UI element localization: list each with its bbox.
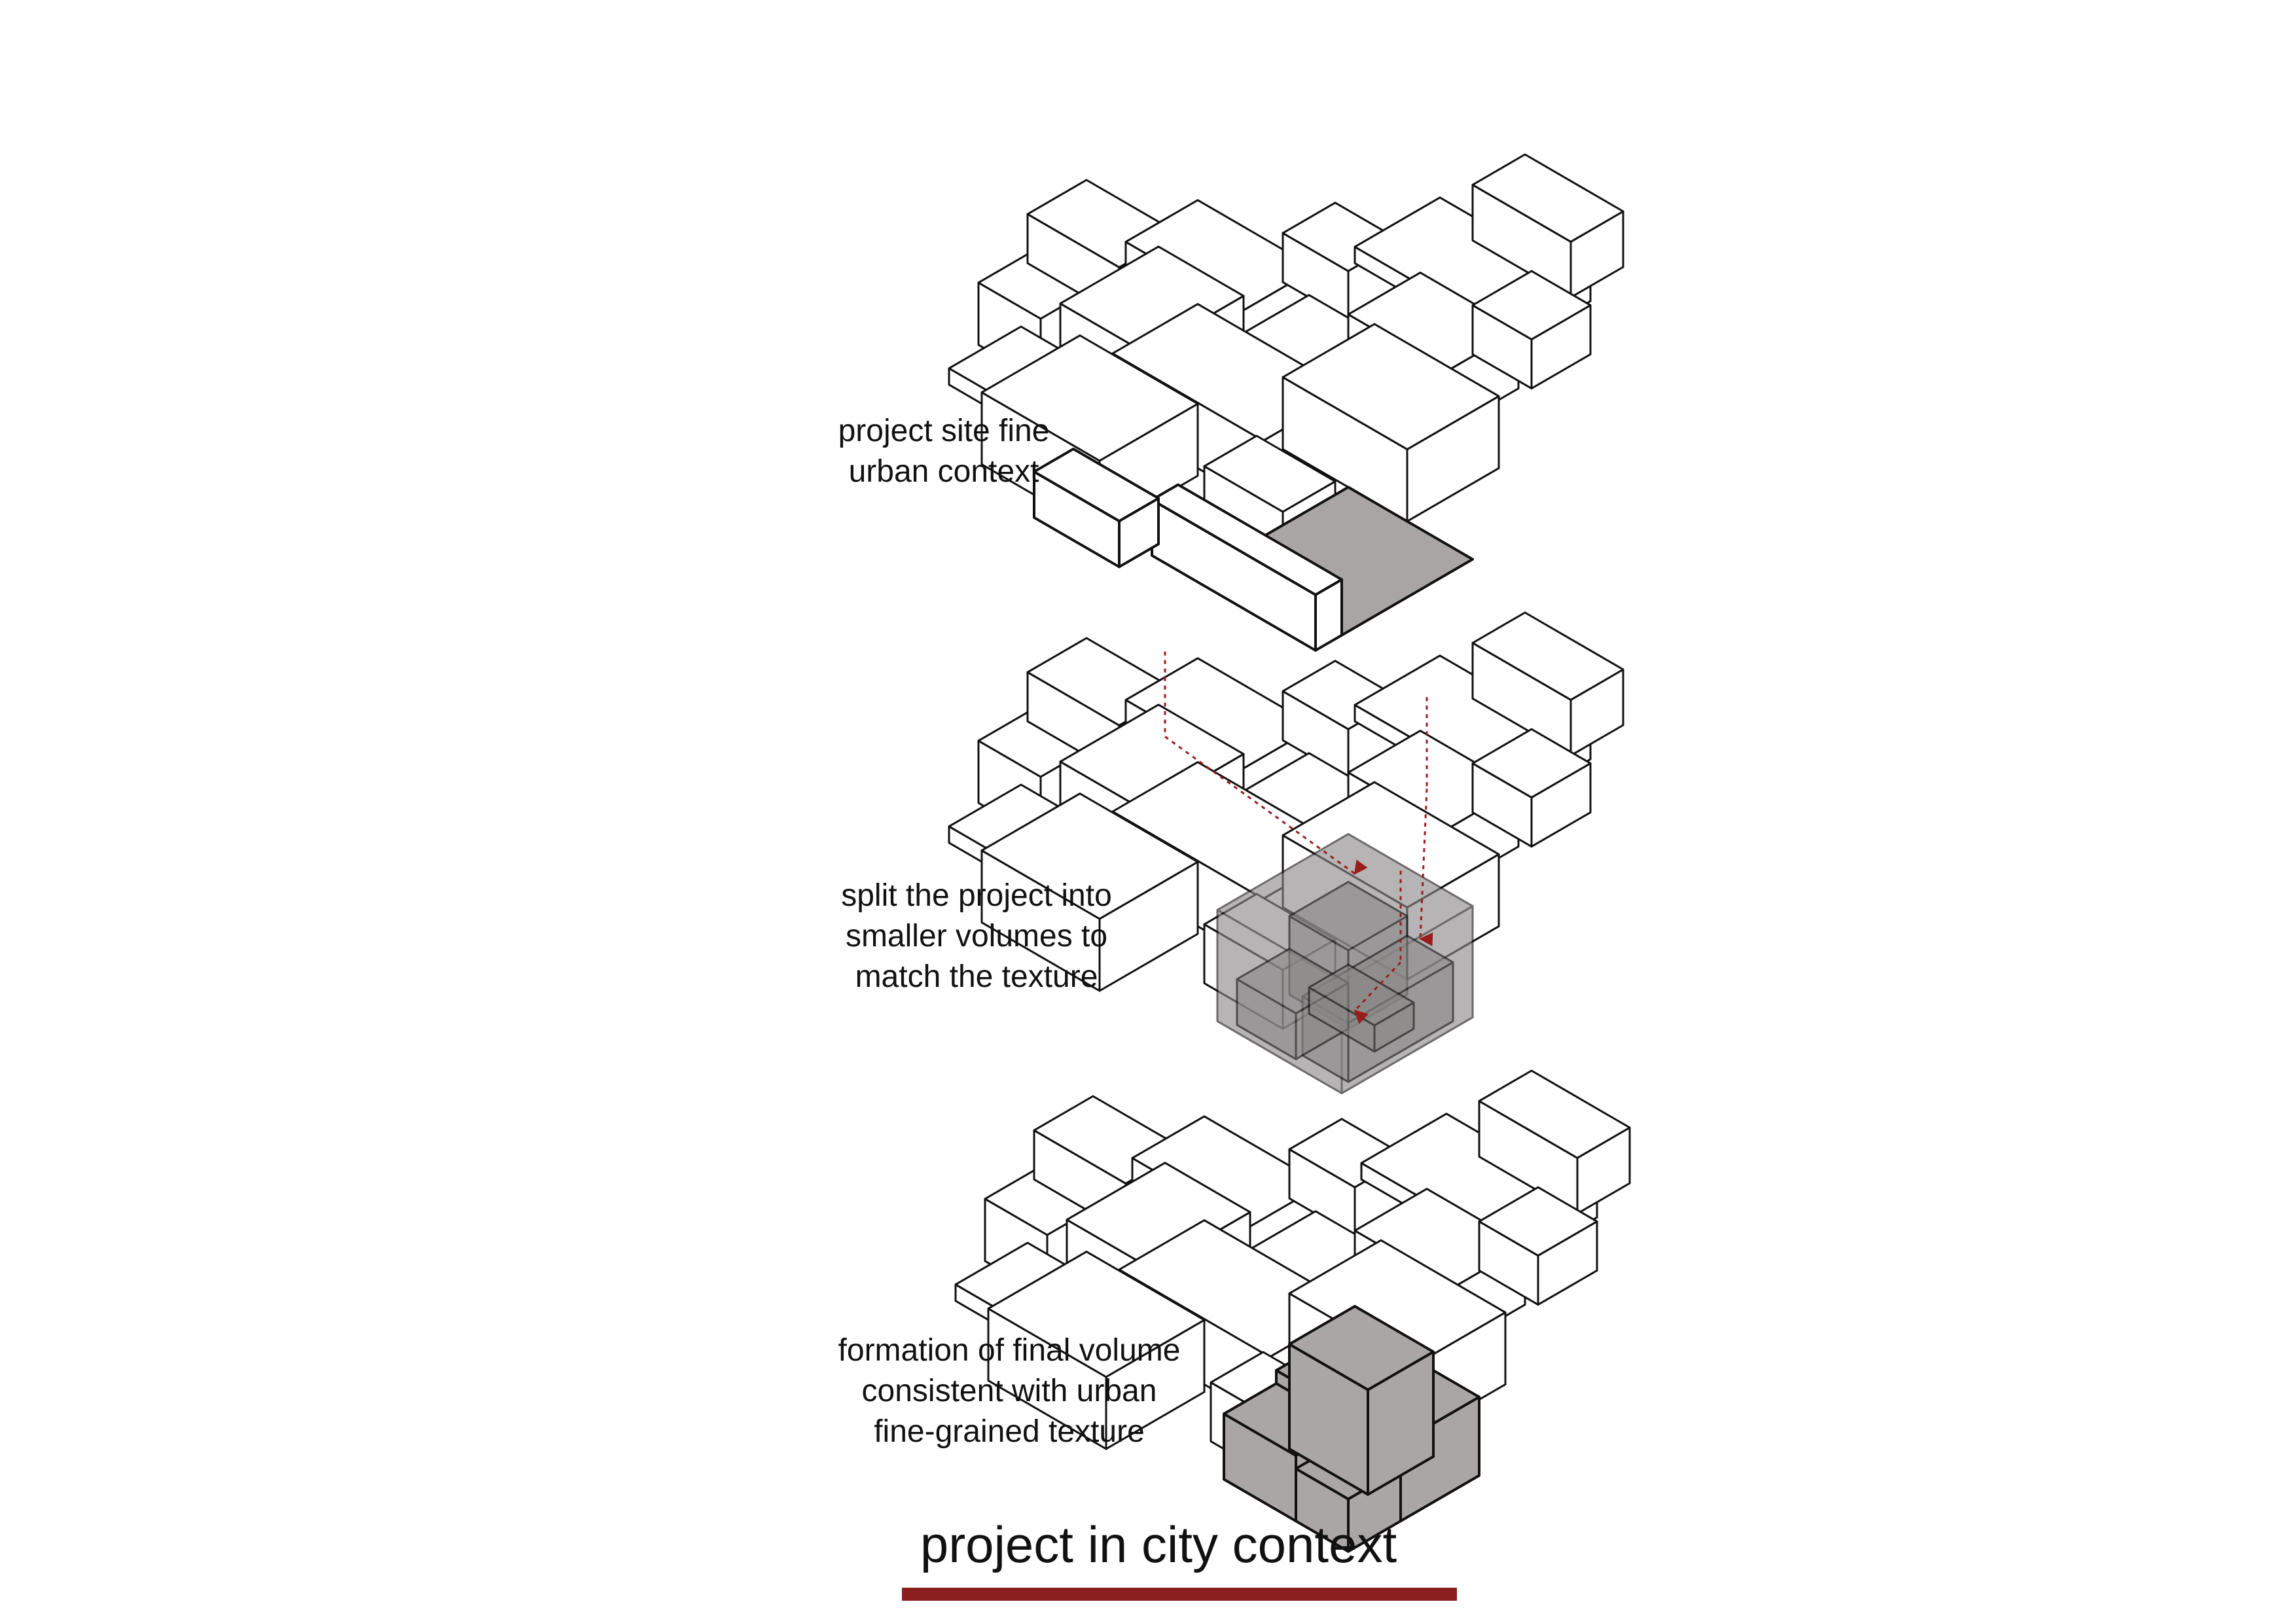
page-title: project in city context [920, 1516, 1397, 1573]
stage-2-split-volumes [948, 611, 1624, 1095]
caption-line: fine-grained texture [874, 1414, 1145, 1449]
context-building [1282, 202, 1402, 321]
split-volume [1308, 963, 1415, 1053]
step-3-caption: formation of final volume consistent wit… [819, 1330, 1199, 1452]
box-face [1282, 323, 1500, 451]
step-1-caption: project site fine urban context [826, 411, 1062, 492]
box-face [1288, 881, 1408, 952]
context-building [1282, 323, 1500, 523]
context-building [1151, 483, 1343, 652]
box-face [980, 793, 1199, 920]
context-building [987, 1251, 1206, 1450]
box-face [1151, 483, 1343, 596]
context-building [1471, 728, 1592, 848]
context-building [1478, 1069, 1631, 1215]
box-face [1288, 1305, 1435, 1391]
caption-line: match the texture [855, 959, 1098, 994]
box-face [1471, 153, 1624, 243]
context-building [1478, 1186, 1598, 1306]
step-2-caption: split the project into smaller volumes t… [819, 876, 1134, 997]
context-building [1033, 448, 1160, 569]
box-face [1471, 270, 1592, 341]
context-building [1471, 270, 1592, 390]
caption-line: formation of final volume [838, 1333, 1181, 1368]
caption-line: split the project into [841, 878, 1112, 913]
context-building [1471, 611, 1624, 757]
box-face [980, 334, 1199, 462]
stage-3-final-volume [954, 1069, 1631, 1553]
context-building [980, 793, 1199, 992]
final-volume [1288, 1305, 1435, 1496]
box-face [1308, 963, 1415, 1027]
box-face [1478, 1069, 1631, 1159]
title-underline [902, 1588, 1457, 1601]
box-face [987, 1251, 1206, 1378]
caption-line: urban context [848, 454, 1039, 489]
box-face [1033, 448, 1160, 523]
caption-line: consistent with urban [861, 1374, 1157, 1408]
box-face [1203, 435, 1336, 513]
caption-line: smaller volumes to [845, 919, 1108, 954]
dashed-arrow [1354, 961, 1402, 1024]
box-face [1471, 728, 1592, 799]
box-face [1471, 611, 1624, 701]
caption-line: project site fine [838, 414, 1050, 448]
stage-1-site-context [948, 153, 1624, 652]
box-face [1478, 1186, 1598, 1257]
